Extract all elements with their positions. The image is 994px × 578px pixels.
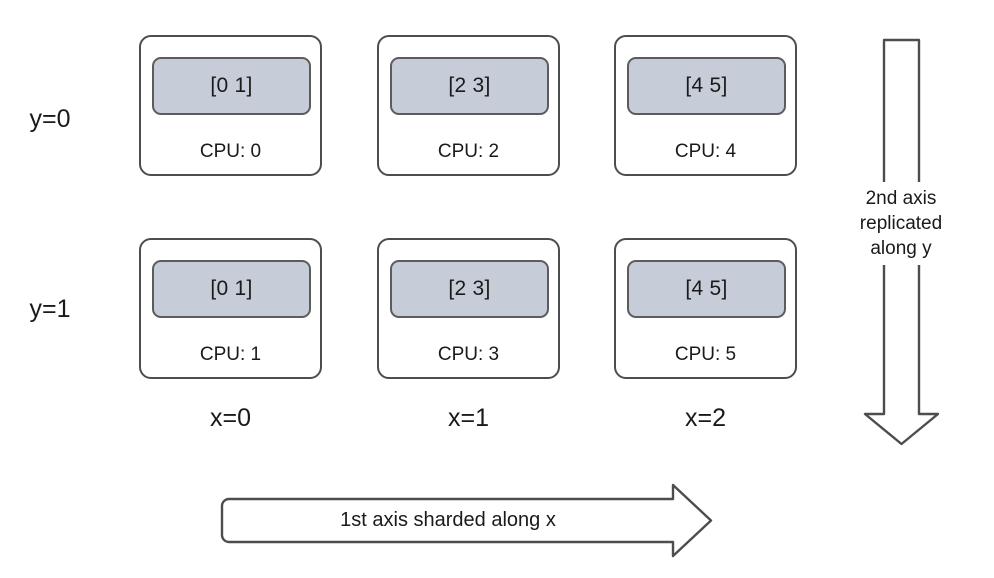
vertical-arrow-line-2: replicated xyxy=(859,213,943,234)
shard-chip-5: [4 5] xyxy=(627,260,786,318)
horizontal-axis-arrow-label: 1st axis sharded along x xyxy=(340,508,556,531)
cpu-label-5: CPU: 5 xyxy=(674,344,737,365)
shard-chip-3: [2 3] xyxy=(390,260,549,318)
row-label-y1: y=1 xyxy=(29,295,71,323)
cpu-label-2: CPU: 2 xyxy=(437,141,500,162)
shard-chip-4: [4 5] xyxy=(627,57,786,115)
vertical-axis-arrow-label: 2nd axis replicated along y xyxy=(843,182,959,265)
vertical-arrow-line-3: along y xyxy=(870,238,932,259)
device-box-cpu-5[interactable]: [4 5] CPU: 5 xyxy=(614,238,797,379)
col-label-x0: x=0 xyxy=(209,404,251,432)
cpu-label-0: CPU: 0 xyxy=(199,141,262,162)
device-box-cpu-1[interactable]: [0 1] CPU: 1 xyxy=(139,238,322,379)
vertical-arrow-line-1: 2nd axis xyxy=(865,188,937,209)
cpu-label-3: CPU: 3 xyxy=(437,344,500,365)
col-label-x1: x=1 xyxy=(447,404,489,432)
cpu-label-1: CPU: 1 xyxy=(199,344,262,365)
shard-chip-2: [2 3] xyxy=(390,57,549,115)
col-label-x2: x=2 xyxy=(684,404,726,432)
device-box-cpu-0[interactable]: [0 1] CPU: 0 xyxy=(139,35,322,176)
device-box-cpu-2[interactable]: [2 3] CPU: 2 xyxy=(377,35,560,176)
device-box-cpu-4[interactable]: [4 5] CPU: 4 xyxy=(614,35,797,176)
device-box-cpu-3[interactable]: [2 3] CPU: 3 xyxy=(377,238,560,379)
shard-chip-1: [0 1] xyxy=(152,260,311,318)
shard-chip-0: [0 1] xyxy=(152,57,311,115)
cpu-label-4: CPU: 4 xyxy=(674,141,737,162)
row-label-y0: y=0 xyxy=(29,105,71,133)
